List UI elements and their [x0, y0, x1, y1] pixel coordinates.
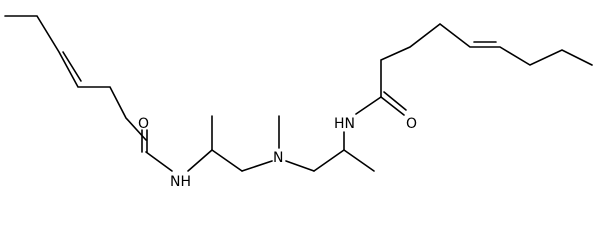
right-alkyl-chain — [380, 22, 593, 98]
atom-labels: O NH N HN O — [138, 116, 417, 190]
oxygen-label-left: O — [138, 116, 149, 132]
right-ch2-to-ch-bond — [313, 149, 345, 172]
right-amide-bond — [355, 96, 382, 115]
left-ch2-to-n-bond — [241, 160, 273, 172]
left-alkyl-chain — [4, 15, 147, 141]
right-carbonyl-bond — [380, 96, 405, 116]
left-amide-bond — [145, 151, 173, 172]
nh-label-right: HN — [334, 116, 355, 132]
right-carbonyl-bond-2 — [383, 91, 407, 111]
nitrogen-label-center: N — [273, 150, 283, 166]
right-methyl-branch — [343, 149, 375, 172]
bond-lines — [4, 15, 593, 172]
structure-canvas: O NH N HN O — [4, 15, 593, 190]
oxygen-label-right: O — [406, 116, 417, 132]
left-trans-double-bond — [62, 51, 82, 82]
left-nh-to-ch-bond — [187, 149, 213, 172]
nh-label-left: NH — [170, 174, 191, 190]
molecule-structure: O NH N HN O — [4, 15, 593, 190]
left-ch-to-ch2-bond — [211, 149, 243, 172]
n-to-right-ch2-bond — [285, 160, 315, 172]
